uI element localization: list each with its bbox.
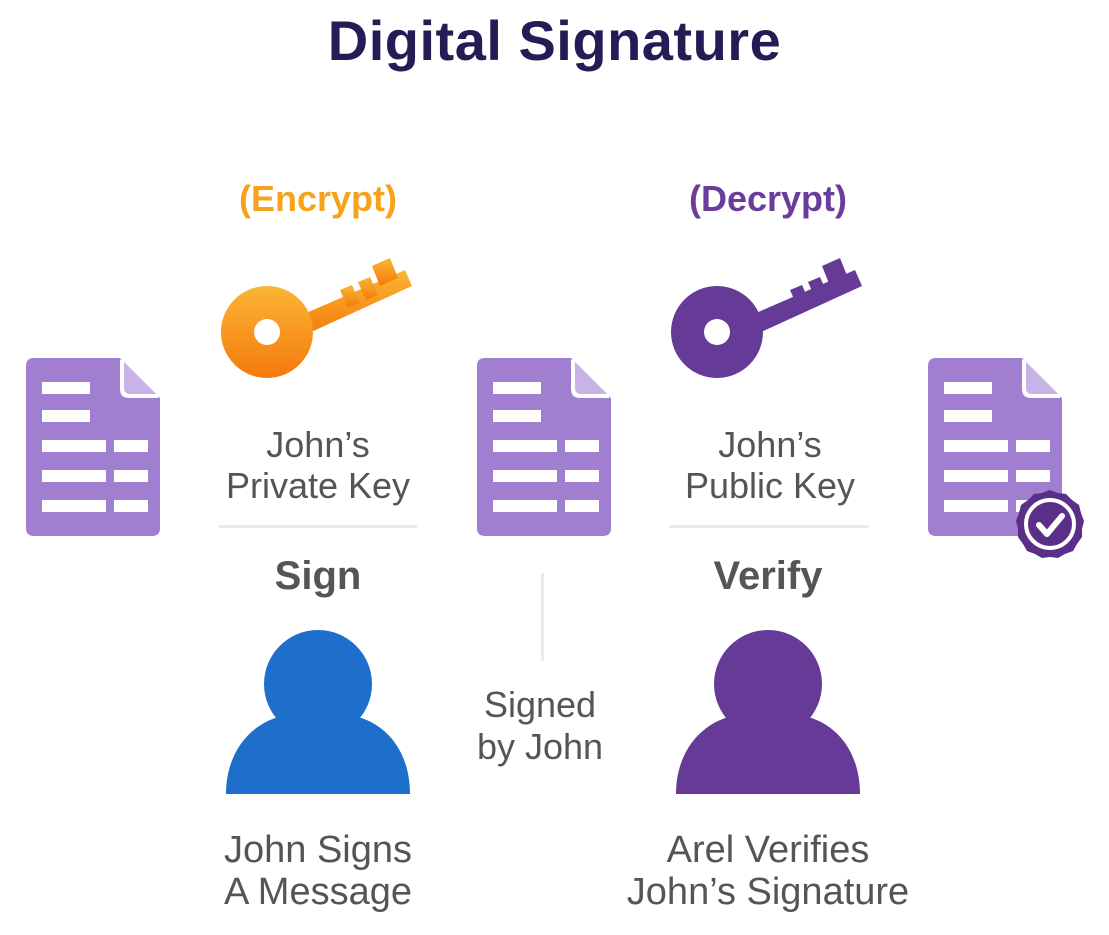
signed-by-label: Signed by John bbox=[440, 684, 640, 768]
signed-line1: Signed bbox=[483, 684, 597, 725]
key-label-line2: Public Key bbox=[684, 465, 856, 506]
document-icon bbox=[26, 358, 160, 536]
key-label-line2: Private Key bbox=[225, 465, 411, 506]
private-key-label: John’s Private Key bbox=[158, 424, 478, 506]
caption-line2: John’s Signature bbox=[626, 871, 910, 913]
caption-line2: A Message bbox=[224, 871, 412, 913]
right-caption: Arel Verifies John’s Signature bbox=[588, 829, 948, 913]
sign-label: Sign bbox=[274, 554, 362, 598]
person-icon bbox=[226, 630, 410, 794]
public-key-icon bbox=[671, 258, 862, 378]
public-key-label: John’s Public Key bbox=[610, 424, 930, 506]
key-label-line1: John’s bbox=[266, 424, 370, 465]
person-icon bbox=[676, 630, 860, 794]
decrypt-label: (Decrypt) bbox=[688, 178, 848, 219]
vertical-divider bbox=[541, 573, 544, 661]
key-label-line1: John’s bbox=[718, 424, 822, 465]
divider bbox=[669, 525, 869, 528]
document-icon bbox=[477, 358, 611, 536]
private-key-icon bbox=[221, 258, 412, 378]
caption-line1: Arel Verifies bbox=[666, 829, 870, 871]
encrypt-label: (Encrypt) bbox=[238, 178, 397, 219]
left-caption: John Signs A Message bbox=[138, 829, 498, 913]
divider bbox=[218, 525, 418, 528]
diagram-title: Digital Signature bbox=[327, 9, 782, 72]
caption-line1: John Signs bbox=[223, 829, 412, 871]
signed-line2: by John bbox=[476, 726, 604, 767]
verified-badge-icon bbox=[1016, 490, 1084, 558]
document-icon bbox=[928, 358, 1084, 558]
verify-label: Verify bbox=[713, 554, 823, 598]
